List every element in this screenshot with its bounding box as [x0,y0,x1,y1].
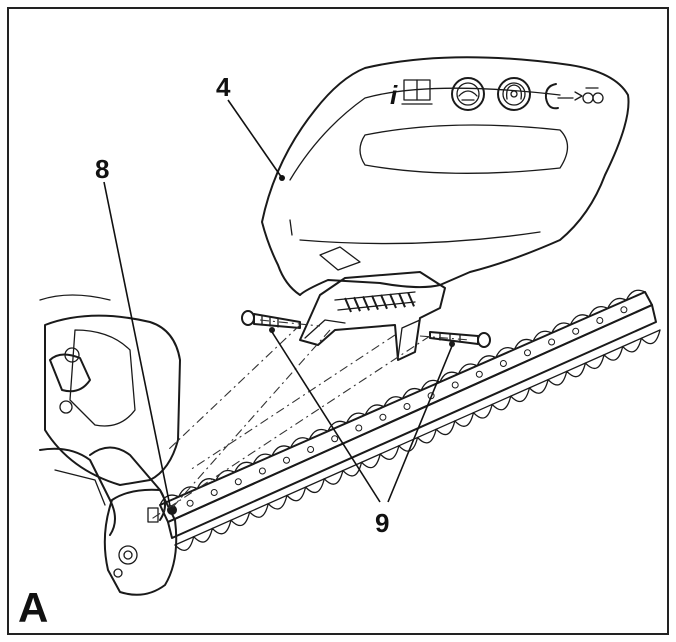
bracket-rib [353,296,361,312]
bracket-rib [407,292,415,307]
blade-rivet [307,446,315,453]
blade-rivet [596,317,604,324]
bracket-rib [371,295,379,310]
cutter-blade [159,289,661,551]
blade-guard [261,56,630,361]
screw-left [241,310,301,333]
ear-protection-icon [497,77,531,111]
leader-9-right [387,345,453,503]
assembly-guide-lines [149,319,471,521]
blade-rivet [451,381,459,389]
panel-label: A [18,584,48,631]
bracket-rib [380,294,388,310]
blade-rivet [403,403,411,410]
callout-9: 9 [375,508,389,538]
bracket-rib [344,297,352,313]
figure-frame [7,7,669,635]
blade-rivet [499,360,507,367]
blade-rivet [572,327,580,335]
bracket-rib [362,296,370,311]
bracket-rib [389,293,397,309]
blade-rivet [475,370,483,378]
blade-rivet [210,489,218,496]
blade-rivet [234,478,242,486]
leader-4 [227,99,283,179]
blade-rivet [355,424,363,432]
blade-rivet [283,456,290,464]
blade-rivet [548,338,556,346]
leader-9-left [271,331,381,503]
screw-right [429,331,491,348]
housing-screw-hole [167,505,177,515]
blade-rivet [620,306,628,314]
blade-rivet [331,435,339,443]
tool-housing [39,294,181,596]
blade-rivet [186,499,194,507]
callout-8: 8 [95,154,109,184]
blade-rivet [258,467,266,475]
callout-4: 4 [216,72,231,102]
leader-4-dot [279,175,285,181]
eye-protection-icon [451,77,485,111]
blade-rivet [379,413,387,421]
bracket-rib [398,292,406,308]
blade-rivet [524,349,531,357]
svg-text:i: i [390,80,398,110]
leader-8 [103,181,171,507]
info-manual-icon: i [390,79,433,110]
blade-arrow-icon [544,83,604,110]
